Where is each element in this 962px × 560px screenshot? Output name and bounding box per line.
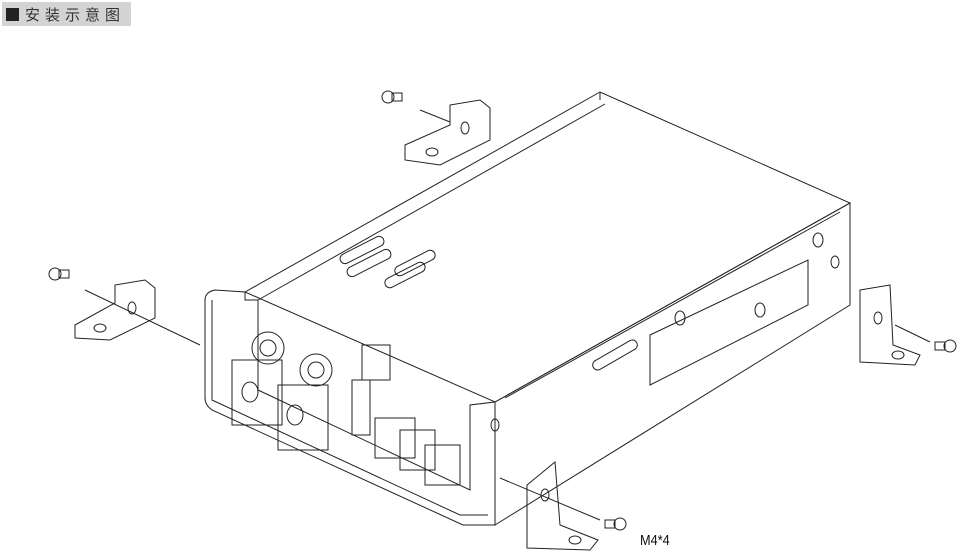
power-supply-chassis (204, 91, 852, 526)
black-square-icon (6, 7, 19, 21)
screws (48, 90, 957, 531)
section-title: 安装示意图 (2, 2, 132, 26)
mounting-brackets (74, 99, 921, 551)
section-title-text: 安装示意图 (25, 5, 126, 24)
screw-spec-label: M4*4 (640, 532, 670, 549)
leader-lines (84, 109, 931, 521)
